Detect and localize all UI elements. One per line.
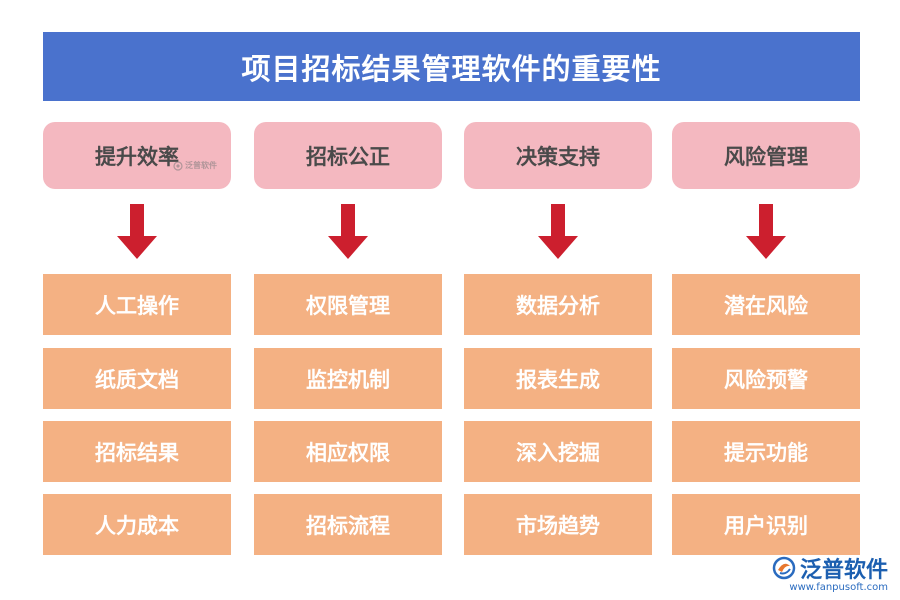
header-label: 风险管理 <box>724 143 808 169</box>
item-box: 权限管理 <box>254 274 442 335</box>
fanpu-logo-icon <box>173 160 183 171</box>
item-box: 深入挖掘 <box>464 421 652 482</box>
header-box: 决策支持 <box>464 122 652 189</box>
item-box: 招标流程 <box>254 494 442 555</box>
column-2: 招标公正 权限管理 监控机制 相应权限 招标流程 <box>254 122 442 555</box>
item-box: 风险预警 <box>672 348 860 409</box>
item-box: 潜在风险 <box>672 274 860 335</box>
item-box: 招标结果 <box>43 421 231 482</box>
watermark-text: 泛普软件 <box>185 161 217 170</box>
item-box: 相应权限 <box>254 421 442 482</box>
item-box: 市场趋势 <box>464 494 652 555</box>
logo-text: 泛普软件 <box>799 558 888 583</box>
down-arrow-icon <box>328 204 368 259</box>
brand-logo: 泛普软件 www.fanpusoft.com <box>772 552 888 593</box>
item-box: 人工操作 <box>43 274 231 335</box>
down-arrow-icon <box>538 204 578 259</box>
header-label: 招标公正 <box>306 143 390 169</box>
header-label: 提升效率 <box>95 143 179 169</box>
fanpu-logo-icon <box>772 556 796 580</box>
logo-url: www.fanpusoft.com <box>789 582 888 593</box>
item-box: 数据分析 <box>464 274 652 335</box>
column-4: 风险管理 潜在风险 风险预警 提示功能 用户识别 <box>672 122 860 555</box>
item-box: 提示功能 <box>672 421 860 482</box>
header-box: 提升效率 泛普软件 <box>43 122 231 189</box>
item-box: 纸质文档 <box>43 348 231 409</box>
item-box: 人力成本 <box>43 494 231 555</box>
down-arrow-icon <box>117 204 157 259</box>
column-3: 决策支持 数据分析 报表生成 深入挖掘 市场趋势 <box>464 122 652 555</box>
column-1: 提升效率 泛普软件 人工操作 纸质文档 招标结果 人力成本 <box>43 122 231 555</box>
diagram-title: 项目招标结果管理软件的重要性 <box>43 32 860 101</box>
header-box: 风险管理 <box>672 122 860 189</box>
header-label: 决策支持 <box>516 143 600 169</box>
watermark: 泛普软件 <box>173 160 217 171</box>
down-arrow-icon <box>746 204 786 259</box>
item-box: 报表生成 <box>464 348 652 409</box>
item-box: 用户识别 <box>672 494 860 555</box>
header-box: 招标公正 <box>254 122 442 189</box>
item-box: 监控机制 <box>254 348 442 409</box>
